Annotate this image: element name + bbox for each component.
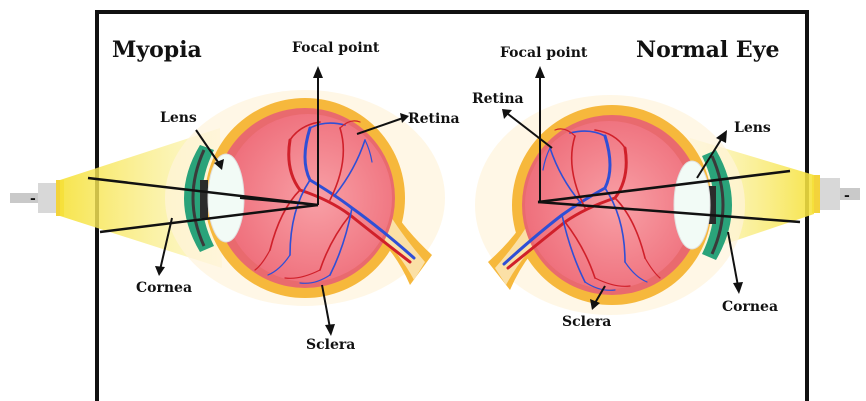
- title-myopia: Myopia: [112, 37, 202, 63]
- label-focal-point-right: Focal point: [500, 45, 588, 61]
- myopia-eye: -: [10, 90, 445, 306]
- label-lens-left: Lens: [160, 110, 197, 126]
- lens-right: [674, 161, 710, 249]
- label-focal-point-left: Focal point: [292, 40, 380, 56]
- normal-eye: -: [475, 95, 860, 315]
- lens-left: [208, 154, 244, 242]
- label-retina-right: Retina: [472, 91, 524, 107]
- light-source-right: -: [812, 175, 860, 213]
- svg-text:-: -: [844, 188, 850, 204]
- label-lens-right: Lens: [734, 120, 771, 136]
- title-normal-eye: Normal Eye: [636, 37, 779, 63]
- label-retina-left: Retina: [408, 111, 460, 127]
- label-cornea-right: Cornea: [722, 299, 778, 315]
- label-sclera-right: Sclera: [562, 314, 611, 330]
- light-source-left: -: [10, 180, 64, 216]
- label-cornea-left: Cornea: [136, 280, 192, 296]
- svg-text:-: -: [30, 191, 36, 207]
- label-sclera-left: Sclera: [306, 337, 355, 353]
